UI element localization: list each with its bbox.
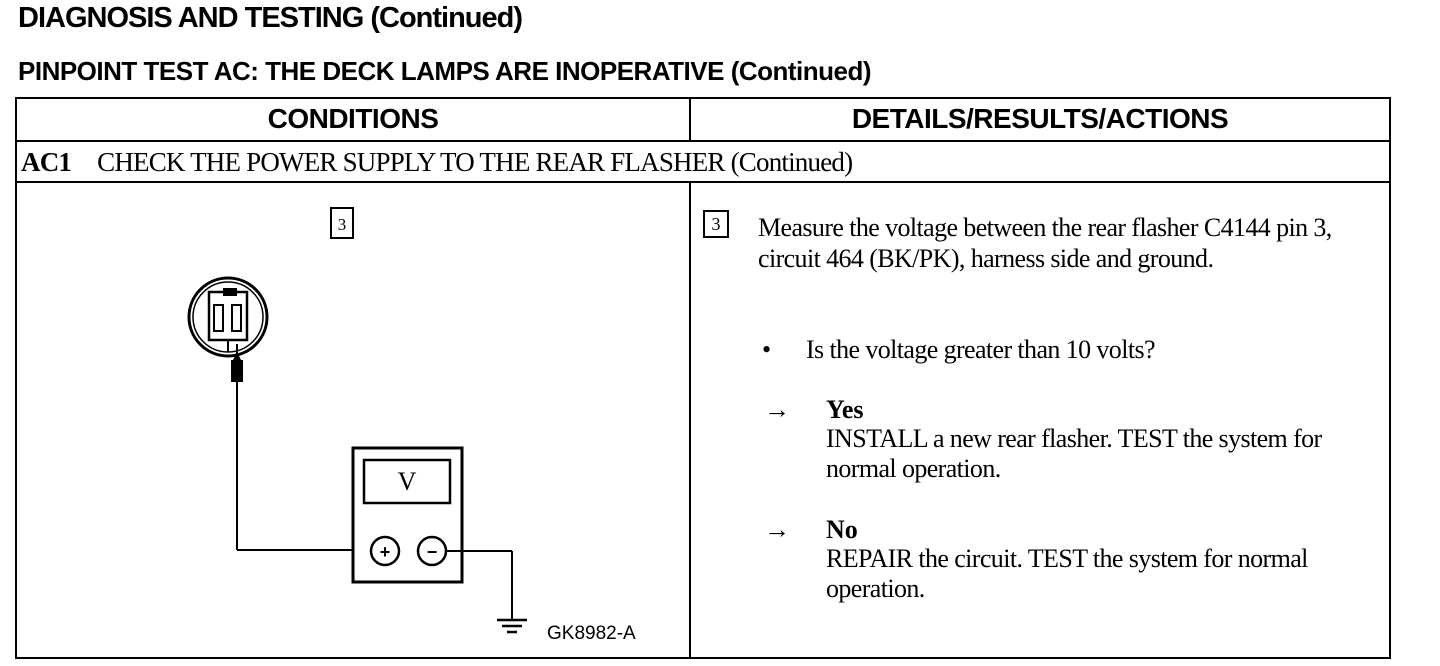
no-arrow-icon: → (764, 515, 790, 544)
figure-code: GK8982-A (547, 623, 636, 644)
step-title-suffix: (Continued) (730, 147, 853, 177)
step-title: CHECK THE POWER SUPPLY TO THE REAR FLASH… (97, 147, 725, 177)
negative-terminal-symbol: − (427, 542, 438, 562)
test-question: Is the voltage greater than 10 volts? (806, 335, 1156, 364)
page-title: DIAGNOSIS AND TESTING (Continued) (18, 2, 523, 34)
header-column-divider (689, 99, 691, 140)
voltmeter-icon: V + − (351, 446, 464, 584)
no-action: REPAIR the circuit. TEST the system for … (826, 544, 1308, 603)
body-column-divider (689, 183, 691, 657)
pinpoint-test-title: PINPOINT TEST AC: THE DECK LAMPS ARE INO… (18, 56, 872, 86)
step-row-divider (17, 181, 1389, 183)
yes-arrow-icon: → (764, 395, 790, 424)
details-step-box: 3 (703, 210, 729, 238)
voltmeter-test-diagram: 3 V + − GK8982-A (187, 207, 636, 644)
ground-icon (497, 618, 527, 634)
diagram-step-box (330, 207, 354, 239)
header-divider (17, 140, 1389, 142)
details-header: DETAILS/RESULTS/ACTIONS (851, 103, 1229, 134)
no-label: No (826, 515, 858, 544)
rear-flasher-connector-icon (187, 276, 269, 358)
pinpoint-test-table: CONDITIONS DETAILS/RESULTS/ACTIONS AC1 CH… (15, 97, 1391, 659)
test-lead (231, 344, 371, 551)
step-title-row: AC1 CHECK THE POWER SUPPLY TO THE REAR FL… (21, 147, 853, 178)
test-instruction: Measure the voltage between the rear fla… (758, 213, 1332, 273)
conditions-header: CONDITIONS (267, 103, 439, 134)
yes-label: Yes (826, 395, 864, 424)
step-id: AC1 (21, 147, 72, 177)
meter-display: V (398, 467, 417, 496)
ground-lead (446, 550, 513, 620)
positive-terminal-symbol: + (380, 542, 391, 562)
question-bullet: • (762, 335, 772, 364)
yes-action: INSTALL a new rear flasher. TEST the sys… (826, 424, 1322, 483)
positive-terminal (369, 535, 401, 567)
diagram-step-number: 3 (338, 215, 347, 234)
